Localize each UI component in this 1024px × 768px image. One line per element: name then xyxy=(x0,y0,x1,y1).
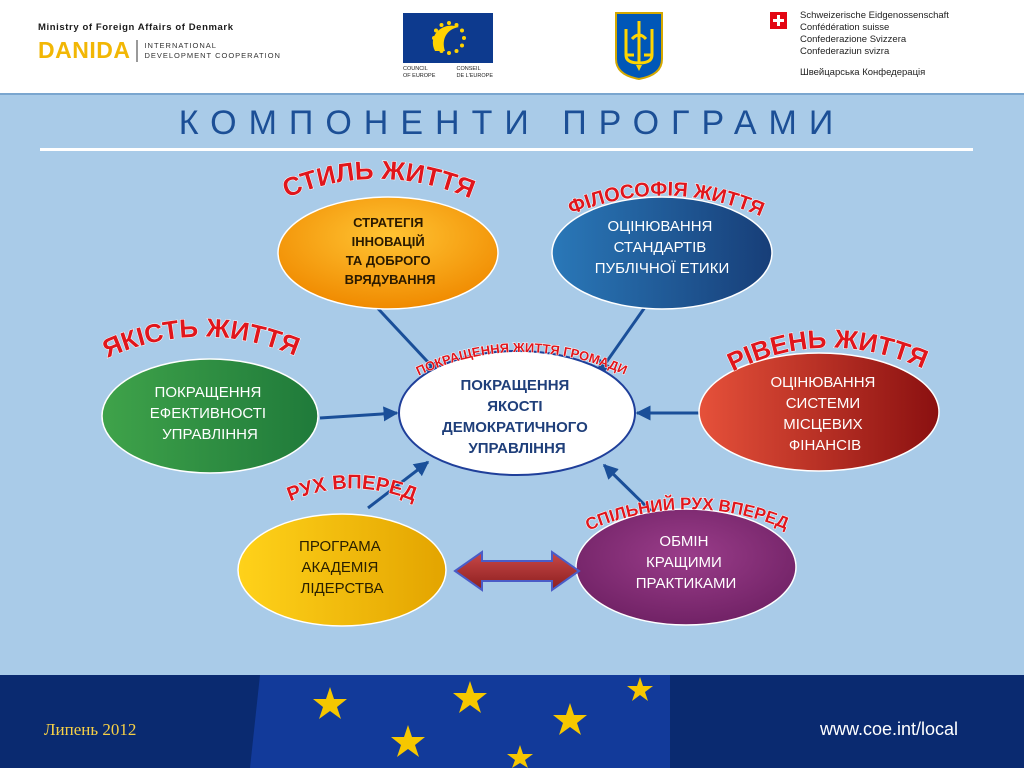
slide-title: КОМПОНЕНТИ ПРОГРАМИ xyxy=(178,104,846,142)
double-arrow-icon xyxy=(453,550,581,592)
svg-text:СТРАТЕГІЯ ІННОВАЦІЙ: СТРАТЕГІЯ ІННОВАЦІЙ ТА ДОБРОГО ВРЯДУВАНН… xyxy=(345,215,436,287)
eu-flag-stars-icon xyxy=(230,675,670,768)
swiss-flag-icon xyxy=(770,12,787,29)
swiss-names: Schweizerische Eidgenossenschaft Confédé… xyxy=(800,10,949,57)
label-quality: ЯКІСТЬ ЖИТТЯ xyxy=(98,312,304,363)
svg-text:ОБМІН КРАЩИМИ ПРАК: ОБМІН КРАЩИМИ ПРАКТИКАМИ xyxy=(636,533,737,592)
svg-text:ОЦІНЮВАННЯ СИСТЕМИ: ОЦІНЮВАННЯ СИСТЕМИ МІСЦЕВИХ ФІНАНСІВ xyxy=(770,374,879,454)
node-center: ПОКРАЩЕННЯ ЯКОСТІ ДЕМОКРАТИЧНОГО УПРАВЛІ… xyxy=(398,350,636,476)
footer-bar: Липень 2012 www.coe.int/local xyxy=(0,675,1024,768)
logo-divider xyxy=(136,39,139,62)
arrow-strategy-to-center xyxy=(368,298,442,377)
svg-text:ПРОГРАМА АКАДЕМІЯ: ПРОГРАМА АКАДЕМІЯ ЛІДЕРСТВА xyxy=(299,538,385,597)
arrow-practices-to-center xyxy=(602,463,660,520)
coe-flag-icon xyxy=(403,13,493,63)
node-ethics: ОЦІНЮВАННЯ СТАНДАРТІВ ПУБЛІЧНОЇ ЕТИКИ xyxy=(551,196,773,310)
footer-date: Липень 2012 xyxy=(44,720,137,739)
node-efficiency: ПОКРАЩЕННЯ ЕФЕКТИВНОСТІ УПРАВЛІННЯ xyxy=(101,358,319,474)
svg-text:ПОКРАЩЕННЯ ЯКОСТІ: ПОКРАЩЕННЯ ЯКОСТІ ДЕМОКРАТИЧНОГО УПРАВЛІ… xyxy=(442,377,592,457)
swiss-name-ukrainian: Швейцарська Конфедерація xyxy=(800,67,926,78)
label-forward: РУХ ВПЕРЕД xyxy=(284,471,420,505)
footer-url[interactable]: www.coe.int/local xyxy=(820,719,959,739)
node-finance: ОЦІНЮВАННЯ СИСТЕМИ МІСЦЕВИХ ФІНАНСІВ xyxy=(698,352,940,472)
danida-logo: Ministry of Foreign Affairs of Denmark D… xyxy=(38,22,281,64)
ukraine-coat-of-arms-icon xyxy=(614,11,664,81)
title-divider xyxy=(40,148,973,151)
node-strategy: СТРАТЕГІЯ ІННОВАЦІЙ ТА ДОБРОГО ВРЯДУВАНН… xyxy=(277,196,499,310)
arrow-efficiency-to-center xyxy=(319,406,399,422)
ministry-name: Ministry of Foreign Affairs of Denmark xyxy=(38,22,234,33)
svg-text:ПОКРАЩЕННЯ ЕФЕКТИВНОСТІ: ПОКРАЩЕННЯ ЕФЕКТИВНОСТІ УПРАВЛІННЯ xyxy=(150,384,270,443)
svg-text:ОЦІНЮВАННЯ СТАНДАРТІВ: ОЦІНЮВАННЯ СТАНДАРТІВ ПУБЛІЧНОЇ ЕТИКИ xyxy=(595,218,729,277)
node-academy: ПРОГРАМА АКАДЕМІЯ ЛІДЕРСТВА xyxy=(237,513,447,627)
logo-header: Ministry of Foreign Affairs of Denmark D… xyxy=(0,0,1024,95)
node-practices: ОБМІН КРАЩИМИ ПРАКТИКАМИ xyxy=(575,508,797,626)
program-components-diagram: СТРАТЕГІЯ ІННОВАЦІЙ ТА ДОБРОГО ВРЯДУВАНН… xyxy=(98,154,940,627)
danida-subtitle: INTERNATIONAL DEVELOPMENT COOPERATION xyxy=(144,40,281,60)
danida-wordmark: DANIDA xyxy=(38,37,131,63)
arrow-ethics-to-center xyxy=(596,299,652,376)
arrow-academy-to-center xyxy=(367,460,430,510)
